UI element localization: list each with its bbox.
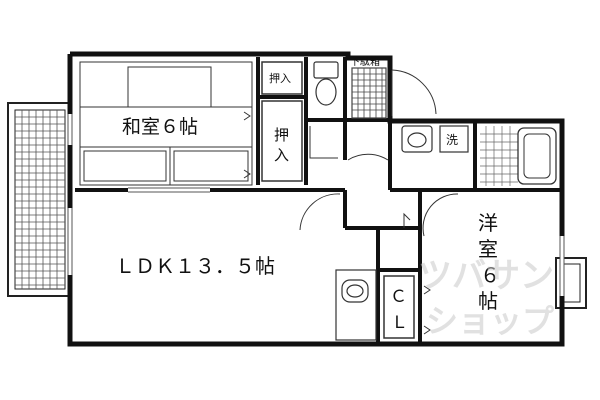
washitsu-tatami bbox=[79, 61, 253, 186]
washroom bbox=[401, 125, 469, 153]
oshiire-label-2: 入 bbox=[274, 146, 289, 164]
windows bbox=[67, 114, 565, 296]
oshiire-small-label: 押入 bbox=[269, 71, 291, 85]
yoshitsu-label-1: 洋 bbox=[478, 211, 498, 235]
entrance-door bbox=[391, 69, 437, 116]
oshiire-cupboards bbox=[261, 61, 303, 182]
washitsu-label: 和室６帖 bbox=[122, 116, 198, 138]
getabako-grid bbox=[351, 67, 387, 119]
washitsu-arrows bbox=[243, 111, 251, 179]
interior-doors bbox=[299, 126, 459, 237]
yoshitsu-label-3: ６ bbox=[480, 263, 500, 287]
closet-label-c: Ｃ bbox=[390, 287, 407, 307]
left-balcony bbox=[7, 102, 71, 297]
bathroom bbox=[480, 126, 557, 186]
toilet-icon bbox=[313, 61, 339, 106]
ldk-label: ＬＤＫ１３．５帖 bbox=[115, 254, 275, 278]
washing-machine-label: 洗 bbox=[446, 133, 458, 147]
closet-label-l: Ｌ bbox=[391, 313, 408, 333]
oshiire-label-1: 押 bbox=[274, 126, 289, 144]
yoshitsu-label-2: 室 bbox=[478, 237, 498, 261]
yoshitsu-label-4: 帖 bbox=[478, 289, 498, 313]
closet bbox=[383, 275, 415, 339]
getabako-label: 下駄箱 bbox=[350, 55, 380, 68]
closet-arrows bbox=[423, 285, 431, 335]
kitchen-counter bbox=[335, 269, 377, 341]
